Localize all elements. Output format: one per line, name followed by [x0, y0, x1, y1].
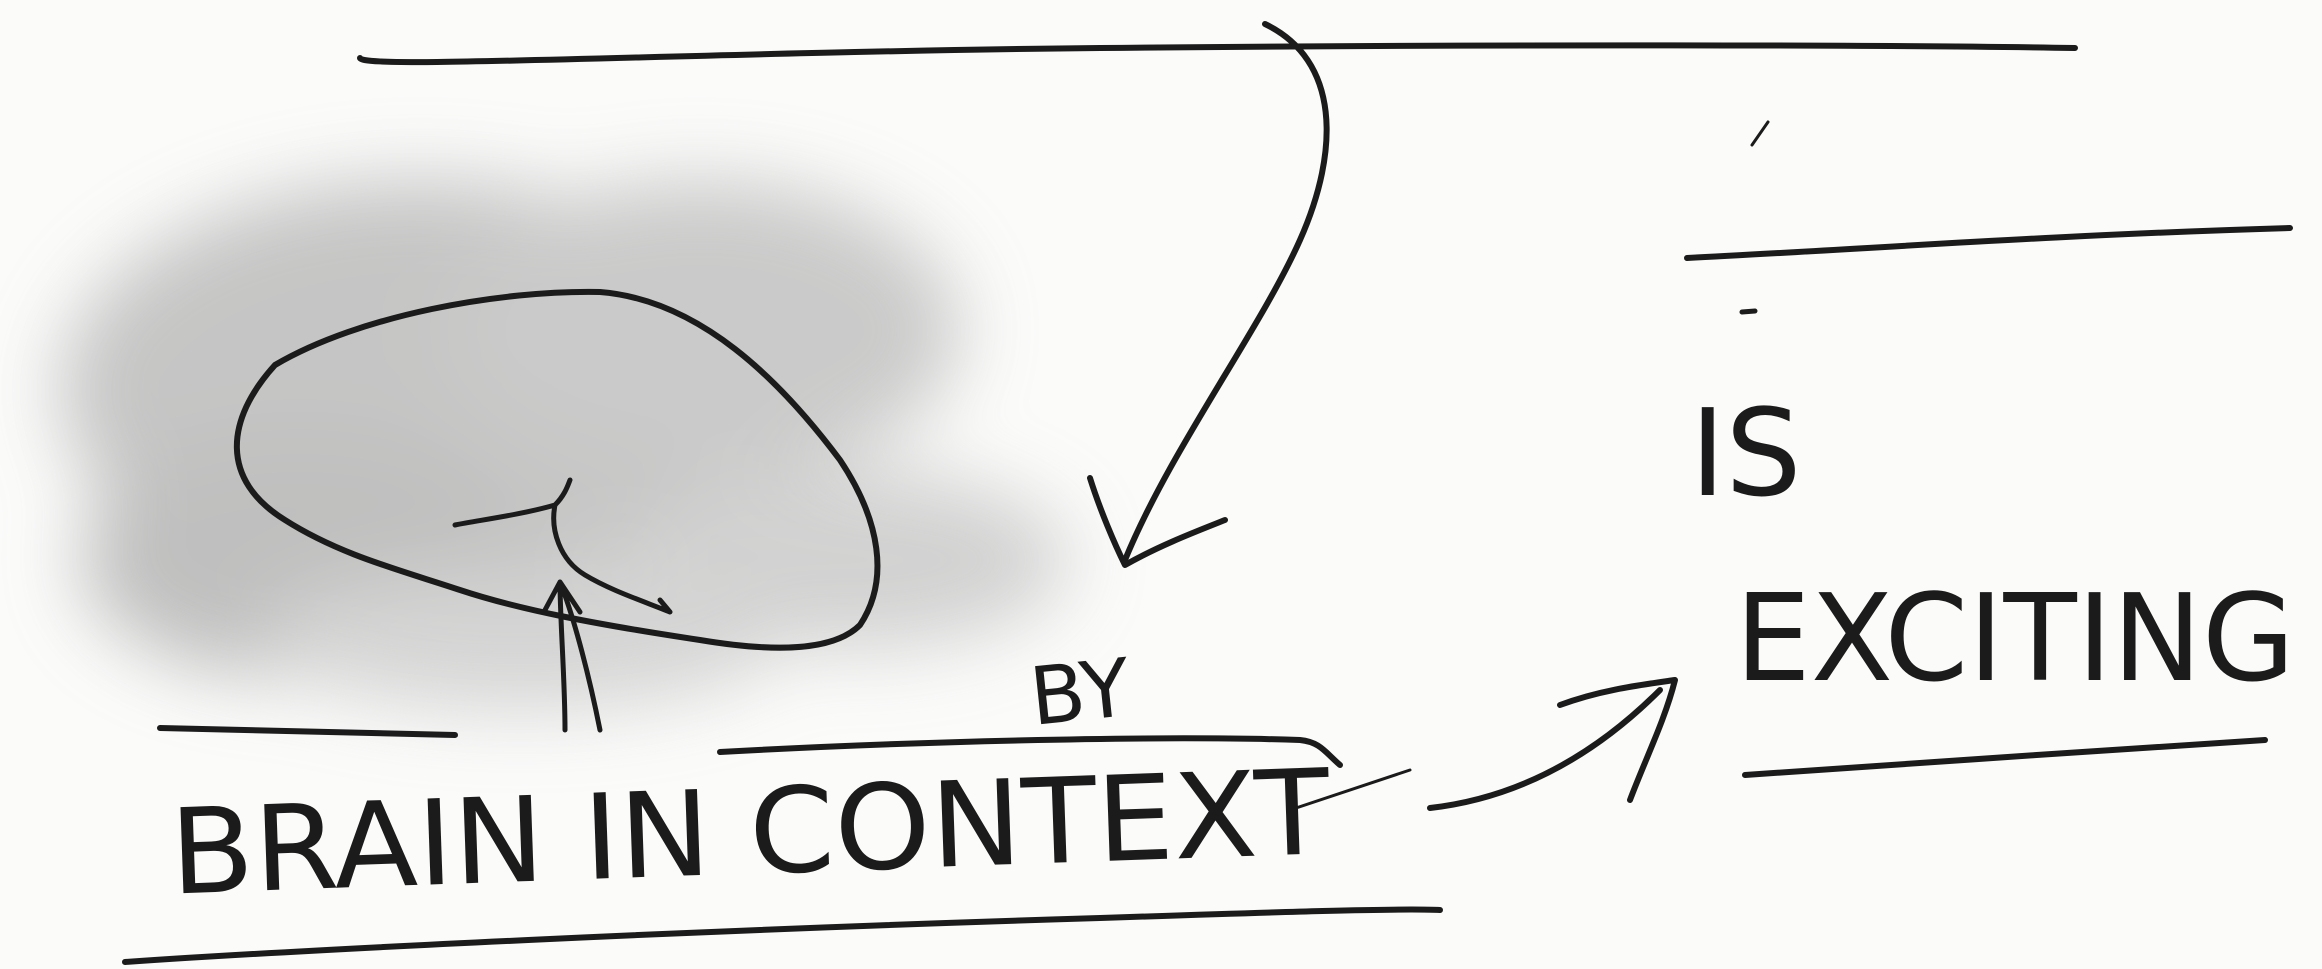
label-by: BY [1026, 641, 1136, 744]
label-exciting: EXCITING [1735, 570, 2295, 709]
small-dash [1742, 311, 1755, 312]
context-arrow-head [1560, 680, 1675, 800]
curved-arrow [1125, 24, 1327, 560]
bottom-line [125, 909, 1440, 962]
label-brain-in-context: BRAIN IN CONTEXT [168, 743, 1333, 921]
right-upper-line [1687, 228, 2290, 258]
top-line [360, 45, 2075, 62]
shading-cloud [60, 180, 1070, 710]
tick-mark [1752, 122, 1768, 145]
left-short-line [160, 728, 455, 735]
label-is: IS [1690, 385, 1802, 524]
right-lower-line [1745, 740, 2265, 775]
context-arrow [1430, 690, 1660, 808]
